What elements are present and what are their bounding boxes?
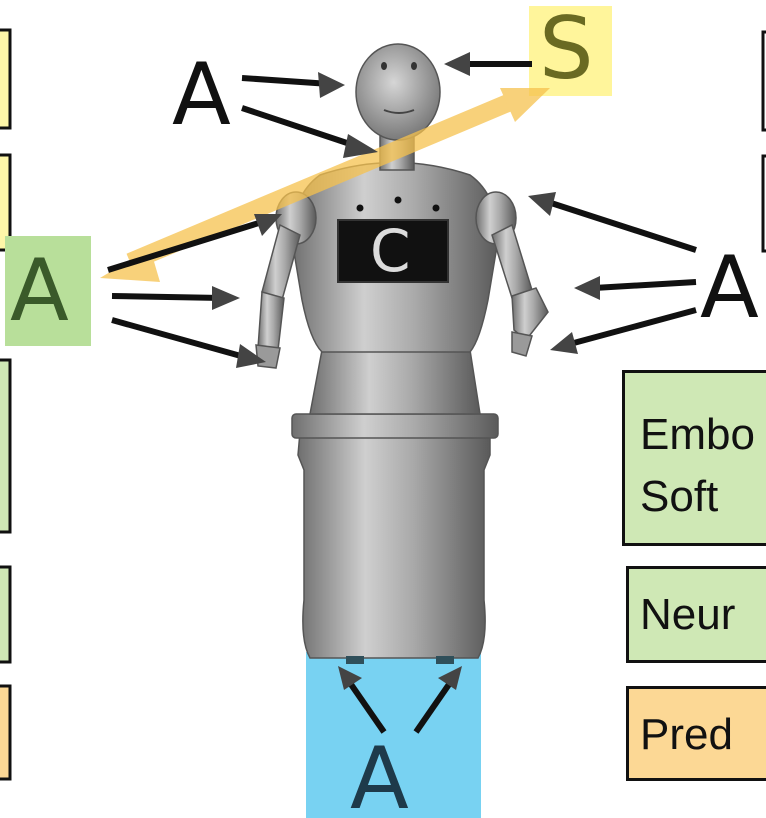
robot-right-eye	[411, 62, 417, 70]
robot-collar	[291, 413, 499, 439]
sensor-label: S	[539, 0, 594, 99]
sensor-highlight	[529, 6, 612, 96]
embodiment-box-line1: Embo	[640, 410, 755, 459]
arrow-right-a-to-arm	[593, 279, 697, 291]
left-box-2	[0, 153, 12, 252]
right-actuator-label: A	[700, 238, 759, 338]
chest-light-1	[356, 204, 364, 212]
left-box-3	[0, 358, 12, 534]
right-top-box-2	[761, 154, 766, 253]
controller-label: C	[370, 217, 411, 285]
prediction-box	[626, 686, 766, 781]
arrow-left-a-to-shoulder	[107, 219, 263, 273]
left-upper-arm	[261, 223, 301, 302]
left-actuator-highlight	[5, 236, 91, 346]
robot-mouth	[383, 109, 415, 114]
arrow-top-a-to-head	[241, 75, 331, 87]
robot-pedestal	[297, 431, 491, 659]
top-actuator-label: A	[172, 45, 231, 145]
robot-head	[355, 43, 441, 141]
chest-screen	[337, 219, 449, 283]
arrow-right-a-to-shoulder	[547, 199, 697, 253]
arrow-left-a-to-arm	[111, 293, 223, 301]
right-hand	[511, 331, 533, 357]
bottom-actuator-label: A	[350, 729, 409, 818]
right-forearm	[511, 287, 549, 342]
chest-light-3	[432, 204, 440, 212]
left-box-4	[0, 565, 12, 664]
left-forearm	[257, 291, 285, 351]
right-upper-arm	[491, 223, 533, 299]
left-box-5	[0, 684, 12, 781]
base-bump-right	[436, 656, 454, 664]
embodiment-box	[622, 370, 766, 546]
prediction-box-text: Pred	[640, 710, 733, 759]
embodiment-box-line2: Soft	[640, 472, 719, 521]
neural-box	[626, 566, 766, 663]
base-bump-left	[346, 656, 364, 664]
robot-waist	[309, 349, 481, 415]
robot-left-eye	[381, 62, 387, 70]
arrow-left-a-to-hand	[111, 317, 249, 361]
right-top-box-1	[761, 30, 766, 132]
arrows	[107, 61, 697, 734]
chest-light-2	[394, 196, 402, 204]
left-actuator-label: A	[10, 241, 69, 341]
arrow-bottom-a-right	[413, 678, 455, 734]
arrow-right-a-to-hand	[569, 307, 697, 347]
left-box-1	[0, 28, 12, 130]
left-hand	[255, 344, 281, 369]
arrow-top-a-to-neck	[241, 105, 363, 151]
arrow-heads	[212, 52, 600, 690]
neural-box-text: Neur	[640, 590, 736, 639]
arrow-bottom-a-left	[345, 678, 387, 734]
